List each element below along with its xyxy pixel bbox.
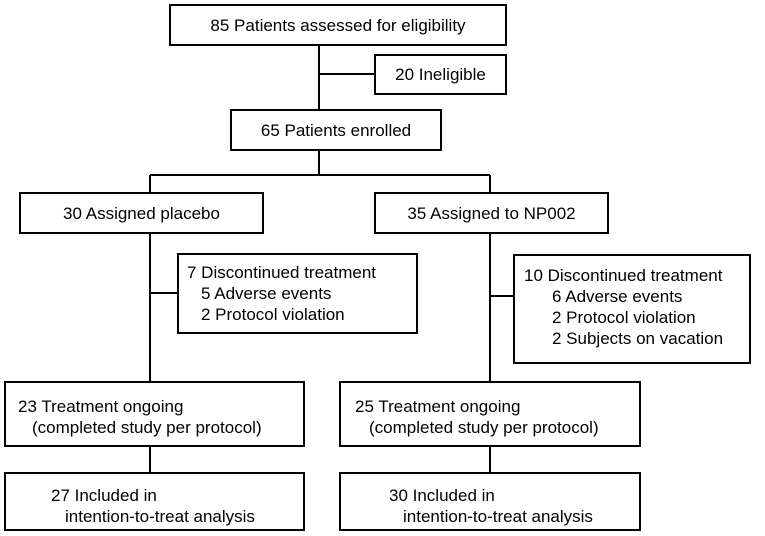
np002-assigned-label: 35 Assigned to NP002 bbox=[407, 203, 576, 223]
placebo-ongoing-box: 23 Treatment ongoing (completed study pe… bbox=[4, 381, 305, 447]
np002-discontinued-reason: 2 Protocol violation bbox=[552, 308, 696, 327]
assessed-box: 85 Patients assessed for eligibility bbox=[169, 4, 507, 46]
placebo-itt-box: 27 Included in intention-to-treat analys… bbox=[4, 472, 305, 531]
np002-discontinued-reason: 6 Adverse events bbox=[552, 287, 683, 306]
placebo-ongoing-label: 23 Treatment ongoing bbox=[18, 397, 184, 416]
np002-itt-note: intention-to-treat analysis bbox=[403, 507, 593, 526]
np002-ongoing-note: (completed study per protocol) bbox=[369, 418, 599, 437]
np002-assigned-box: 35 Assigned to NP002 bbox=[374, 192, 609, 234]
placebo-assigned-box: 30 Assigned placebo bbox=[19, 192, 264, 234]
np002-ongoing-label: 25 Treatment ongoing bbox=[355, 397, 521, 416]
placebo-discontinued-reason: 2 Protocol violation bbox=[201, 305, 345, 324]
np002-itt-box: 30 Included in intention-to-treat analys… bbox=[339, 472, 641, 531]
enrolled-label: 65 Patients enrolled bbox=[260, 120, 412, 140]
assessed-label: 85 Patients assessed for eligibility bbox=[210, 15, 466, 35]
placebo-ongoing-note: (completed study per protocol) bbox=[32, 418, 262, 437]
placebo-discontinued-reason: 5 Adverse events bbox=[201, 284, 332, 303]
ineligible-label: 20 Ineligible bbox=[395, 65, 486, 84]
placebo-itt-label: 27 Included in bbox=[51, 486, 157, 505]
placebo-discontinued-box: 7 Discontinued treatment 5 Adverse event… bbox=[177, 253, 418, 334]
np002-discontinued-reason: 2 Subjects on vacation bbox=[552, 329, 724, 348]
placebo-discontinued-total: 7 Discontinued treatment bbox=[187, 263, 376, 282]
np002-itt-label: 30 Included in bbox=[389, 486, 495, 505]
ineligible-box: 20 Ineligible bbox=[374, 54, 507, 95]
np002-ongoing-box: 25 Treatment ongoing (completed study pe… bbox=[339, 381, 641, 447]
placebo-itt-note: intention-to-treat analysis bbox=[65, 507, 255, 526]
np002-discontinued-total: 10 Discontinued treatment bbox=[524, 266, 723, 285]
enrolled-box: 65 Patients enrolled bbox=[230, 109, 442, 151]
placebo-assigned-label: 30 Assigned placebo bbox=[63, 203, 220, 223]
np002-discontinued-box: 10 Discontinued treatment 6 Adverse even… bbox=[513, 254, 751, 364]
